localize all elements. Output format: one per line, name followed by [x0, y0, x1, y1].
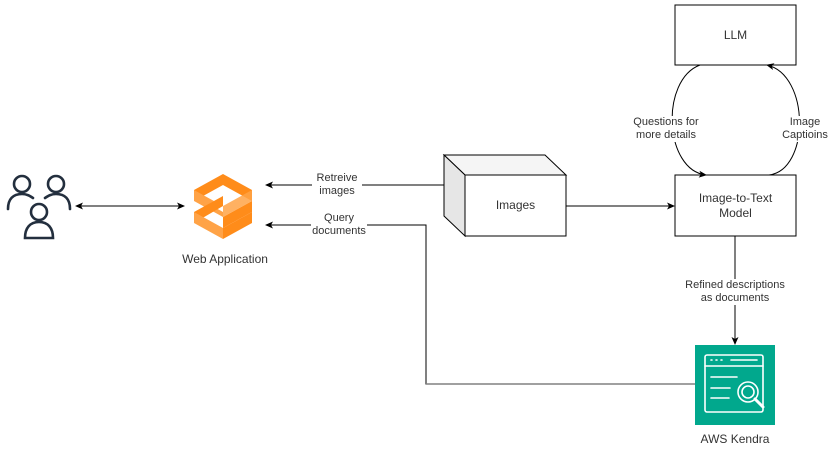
web-application-label: Web Application [182, 252, 268, 266]
kendra-label: AWS Kendra [700, 432, 770, 446]
edge-label-refined: Refined descriptions as documents [680, 279, 790, 305]
image-to-text-label: Image-to-Text Model [698, 190, 773, 220]
web-application-icon[interactable] [194, 174, 252, 239]
images-node[interactable] [442, 153, 568, 238]
edge-label-retrieve-images: Retreive images [312, 172, 362, 198]
edge-label-captions: Image Captioins [779, 116, 831, 142]
edge-query-documents [265, 221, 695, 385]
llm-label: LLM [723, 27, 748, 42]
edge-label-query-documents: Query documents [311, 212, 367, 238]
images-label: Images [495, 198, 536, 212]
llm-node[interactable] [674, 4, 797, 66]
users-icon[interactable] [6, 174, 72, 240]
kendra-search-icon[interactable] [695, 345, 775, 425]
edge-label-questions: Questions for more details [630, 116, 702, 142]
